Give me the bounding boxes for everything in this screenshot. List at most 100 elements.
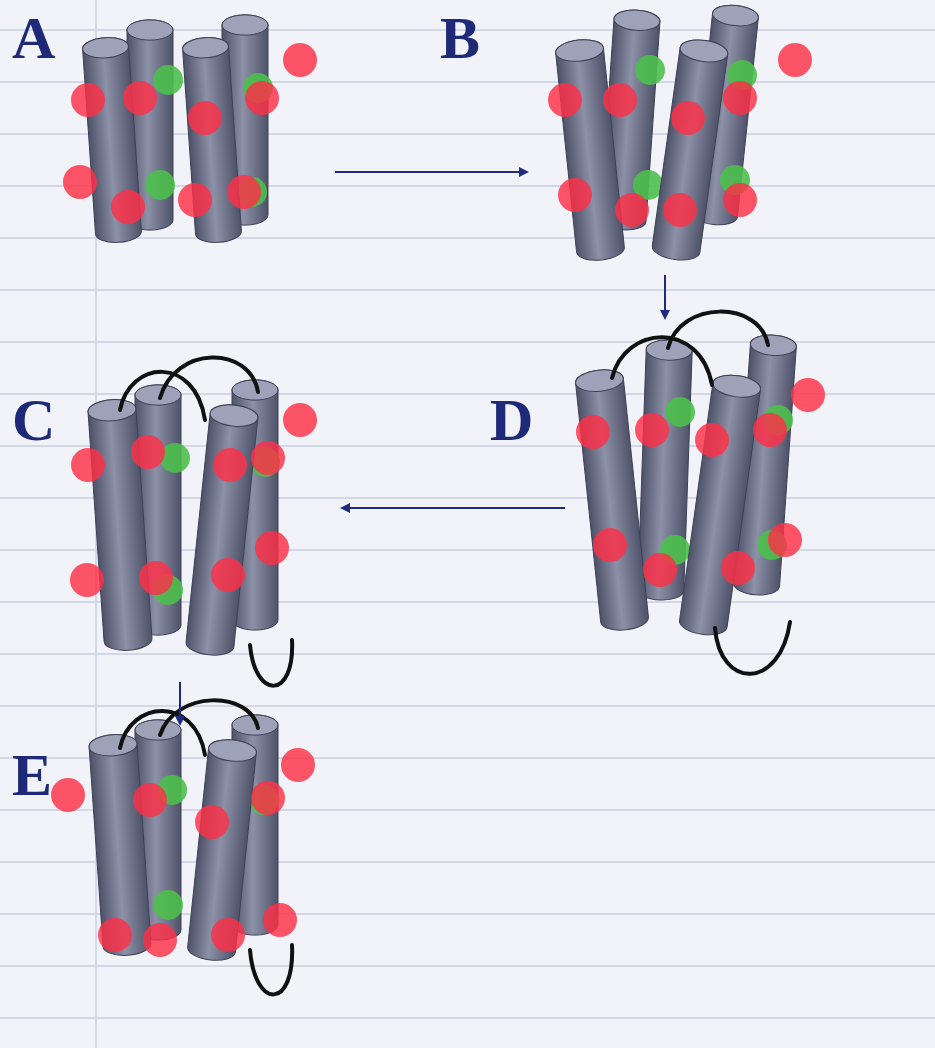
step-arrows	[180, 172, 665, 724]
hydrophobic-dot	[153, 890, 183, 920]
hydrophilic-dot	[768, 523, 802, 557]
cylinder-top	[555, 38, 605, 64]
loop-line	[250, 945, 292, 994]
hydrophilic-dot	[131, 435, 165, 469]
hydrophilic-dot	[98, 918, 132, 952]
helix-cylinder	[185, 403, 259, 658]
hydrophilic-dot	[603, 83, 637, 117]
cylinder-top	[88, 733, 137, 757]
hydrophilic-dot	[133, 783, 167, 817]
cylinder-top	[207, 738, 257, 764]
hydrophilic-dot	[213, 448, 247, 482]
loop-line	[715, 622, 790, 674]
cylinder-body	[574, 368, 649, 633]
hydrophilic-dot	[227, 175, 261, 209]
cylinder-top	[127, 20, 173, 40]
panel-letter: B	[440, 8, 480, 68]
hydrophobic-dot	[160, 443, 190, 473]
hydrophilic-dot	[211, 558, 245, 592]
loop-line	[668, 312, 768, 348]
hydrophilic-dot	[695, 423, 729, 457]
cylinder-top	[750, 334, 797, 357]
ruled-line	[0, 289, 935, 291]
hydrophilic-dot	[663, 193, 697, 227]
panel-letter: C	[12, 390, 55, 450]
hydrophilic-dot	[111, 190, 145, 224]
cylinder-top	[222, 15, 268, 35]
ruled-line	[0, 237, 935, 239]
hydrophilic-dot	[548, 83, 582, 117]
ruled-line	[0, 653, 935, 655]
helix-cylinder	[555, 38, 626, 263]
hydrophilic-dot	[671, 101, 705, 135]
panel-letter: D	[490, 390, 533, 450]
step-arrow	[335, 171, 527, 173]
hydrophilic-dot	[245, 81, 279, 115]
cylinder-body	[678, 372, 762, 637]
helix-bundle	[548, 3, 812, 263]
step-arrow	[664, 275, 666, 318]
helix-bundles	[51, 3, 825, 994]
cylinder-top	[135, 385, 181, 405]
loop-line	[250, 640, 292, 686]
hydrophilic-dot	[251, 441, 285, 475]
cylinder-body	[88, 733, 151, 957]
hydrophilic-dot	[721, 551, 755, 585]
hydrophilic-dot	[251, 781, 285, 815]
hydrophilic-dot	[70, 563, 104, 597]
cylinder-top	[135, 720, 181, 740]
step-arrow	[342, 507, 565, 509]
hydrophilic-dot	[723, 183, 757, 217]
cylinder-top	[711, 372, 761, 400]
hydrophilic-dot	[283, 403, 317, 437]
hydrophilic-dot	[178, 183, 212, 217]
hydrophilic-dot	[576, 415, 610, 449]
cylinder-top	[182, 36, 229, 59]
hydrophilic-dot	[723, 81, 757, 115]
hydrophobic-dot	[635, 55, 665, 85]
helix-cylinder	[187, 738, 258, 963]
helix-bundle	[574, 312, 825, 674]
ruled-line	[0, 705, 935, 707]
cylinder-top	[613, 9, 660, 32]
helix-cylinder	[678, 372, 762, 637]
hydrophilic-dot	[188, 101, 222, 135]
cylinder-body	[637, 339, 692, 601]
cylinder-top	[209, 403, 259, 429]
hydrophilic-dot	[791, 378, 825, 412]
hydrophilic-dot	[753, 413, 787, 447]
helix-cylinder	[637, 339, 692, 601]
cylinder-body	[185, 403, 259, 658]
cylinder-body	[651, 37, 729, 263]
hydrophobic-dot	[665, 397, 695, 427]
helix-bundle	[51, 700, 315, 994]
hydrophobic-dot	[153, 65, 183, 95]
loop-line	[160, 357, 258, 398]
hydrophilic-dot	[123, 81, 157, 115]
hydrophobic-dot	[145, 170, 175, 200]
cylinder-body	[187, 738, 258, 963]
hydrophilic-dot	[71, 448, 105, 482]
ruled-line	[0, 965, 935, 967]
helix-cylinder	[574, 368, 649, 633]
helix-bundle	[63, 15, 317, 244]
hydrophilic-dot	[635, 413, 669, 447]
hydrophilic-dot	[255, 531, 289, 565]
cylinder-top	[82, 36, 129, 59]
helix-cylinder	[88, 733, 151, 957]
hydrophilic-dot	[139, 561, 173, 595]
loop-line	[160, 700, 258, 735]
cylinder-top	[574, 368, 624, 394]
hydrophilic-dot	[778, 43, 812, 77]
hydrophilic-dot	[593, 528, 627, 562]
hydrophilic-dot	[143, 923, 177, 957]
cylinder-top	[679, 37, 729, 65]
hydrophilic-dot	[195, 805, 229, 839]
helix-cylinder	[651, 37, 729, 263]
cylinder-body	[555, 38, 626, 263]
step-arrow	[179, 682, 181, 724]
hydrophilic-dot	[643, 553, 677, 587]
hydrophilic-dot	[558, 178, 592, 212]
panel-letter: A	[12, 8, 55, 68]
